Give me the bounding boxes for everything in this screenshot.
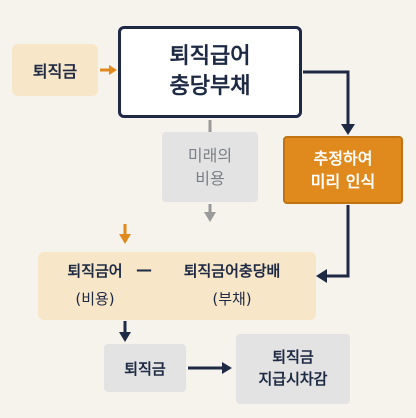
main-box-line2: 충당부채	[169, 74, 251, 99]
future-cost-box: 미래의 비용	[162, 132, 258, 202]
source-to-main-arrow	[100, 65, 117, 75]
estimate-box: 추정하여 미리 인식	[283, 136, 403, 204]
orange-down-arrow	[119, 224, 131, 244]
equation-operator: —	[136, 260, 152, 279]
result-line1: 퇴직금	[272, 348, 314, 367]
payout-box: 퇴직금	[104, 344, 186, 392]
payout-label: 퇴직금	[124, 359, 166, 378]
main-box-line1: 퇴직급어	[169, 44, 251, 70]
result-line2: 지급시차감	[258, 370, 328, 388]
equation-box	[38, 252, 316, 320]
equation-right-sub: (부채)	[212, 290, 252, 308]
estimate-line1: 추정하여	[313, 148, 373, 168]
source-box: 퇴직금	[12, 44, 98, 96]
payout-to-result-arrow	[188, 362, 232, 374]
equation-right-term: 퇴직금어충당배	[183, 262, 281, 280]
main-box: 퇴직급어 충당부채	[118, 26, 302, 118]
result-box: 퇴직금 지급시차감	[236, 334, 350, 404]
equation-left-term: 퇴직금어	[67, 262, 123, 280]
source-box-label: 퇴직금	[32, 62, 78, 81]
estimate-to-equation-arrow	[316, 205, 350, 283]
equation-left-sub: (비용)	[75, 290, 115, 308]
estimate-line2: 미리 인식	[310, 172, 376, 191]
future-cost-down-arrow	[204, 204, 216, 222]
future-cost-line1: 미래의	[187, 145, 233, 165]
future-cost-line2: 비용	[195, 169, 225, 188]
main-to-estimate-arrow	[303, 70, 355, 135]
equation-to-payout-arrow	[119, 321, 131, 342]
